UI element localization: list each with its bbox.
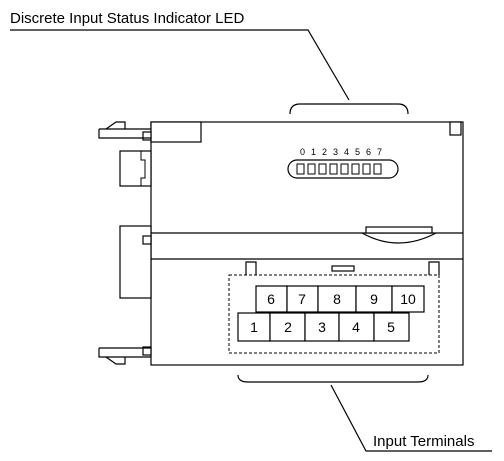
terminal bbox=[373, 312, 410, 342]
led-indicator bbox=[351, 163, 360, 175]
top-label-plate bbox=[150, 121, 202, 143]
top-right-notch bbox=[449, 121, 462, 136]
terminal bbox=[269, 312, 306, 342]
terminal-area-outline bbox=[228, 274, 440, 354]
terminal-row-bottom: 1 2 3 4 5 bbox=[237, 312, 410, 342]
terminal-number: 7 bbox=[298, 291, 306, 307]
terminal-number: 9 bbox=[370, 291, 378, 307]
led-leader-line bbox=[10, 29, 350, 101]
led-number: 6 bbox=[366, 147, 371, 157]
led-number: 4 bbox=[344, 147, 349, 157]
led-number: 7 bbox=[377, 147, 382, 157]
led-number: 1 bbox=[311, 147, 316, 157]
terminal-row-top: 6 7 8 9 10 bbox=[255, 285, 425, 313]
led-indicator bbox=[307, 163, 316, 175]
led-indicator bbox=[318, 163, 327, 175]
terminal-number: 6 bbox=[267, 291, 275, 307]
terminal-callout-label: Input Terminals bbox=[373, 433, 474, 450]
bottom-latch bbox=[98, 347, 151, 365]
led-indicator bbox=[296, 163, 305, 175]
led-number: 3 bbox=[333, 147, 338, 157]
led-number: 2 bbox=[322, 147, 327, 157]
terminal-number: 5 bbox=[387, 319, 395, 335]
led-indicator-row bbox=[296, 163, 382, 175]
terminal-number: 10 bbox=[400, 291, 416, 307]
terminal bbox=[317, 285, 357, 313]
terminal-number: 8 bbox=[333, 291, 341, 307]
side-connector bbox=[119, 150, 152, 187]
led-indicator bbox=[373, 163, 382, 175]
side-connector-detail bbox=[140, 151, 146, 186]
led-indicator bbox=[329, 163, 338, 175]
terminal bbox=[304, 312, 340, 342]
top-latch bbox=[98, 121, 151, 139]
terminal-bracket bbox=[237, 374, 429, 383]
led-callout-label: Discrete Input Status Indicator LED bbox=[10, 10, 244, 27]
terminal-number: 3 bbox=[318, 319, 326, 335]
led-indicator bbox=[362, 163, 371, 175]
terminal-center-tab bbox=[331, 265, 355, 272]
led-number-row: 0 1 2 3 4 5 6 7 bbox=[300, 147, 382, 157]
led-number: 5 bbox=[355, 147, 360, 157]
led-number: 0 bbox=[300, 147, 305, 157]
terminal-number: 4 bbox=[352, 319, 360, 335]
terminal-number: 2 bbox=[284, 319, 292, 335]
terminal-clip-right bbox=[428, 261, 440, 275]
terminal bbox=[391, 285, 425, 313]
led-indicator bbox=[340, 163, 349, 175]
mid-latch-block bbox=[142, 235, 152, 245]
led-bracket bbox=[289, 103, 409, 115]
terminal-number: 1 bbox=[250, 319, 258, 335]
top-latch-block bbox=[142, 131, 152, 141]
cover-hinge-arc bbox=[361, 232, 437, 244]
terminal-leader-line bbox=[330, 384, 492, 452]
bottom-latch-block bbox=[142, 346, 152, 356]
terminal-clip-left bbox=[245, 261, 257, 275]
cover-tab bbox=[365, 226, 433, 234]
